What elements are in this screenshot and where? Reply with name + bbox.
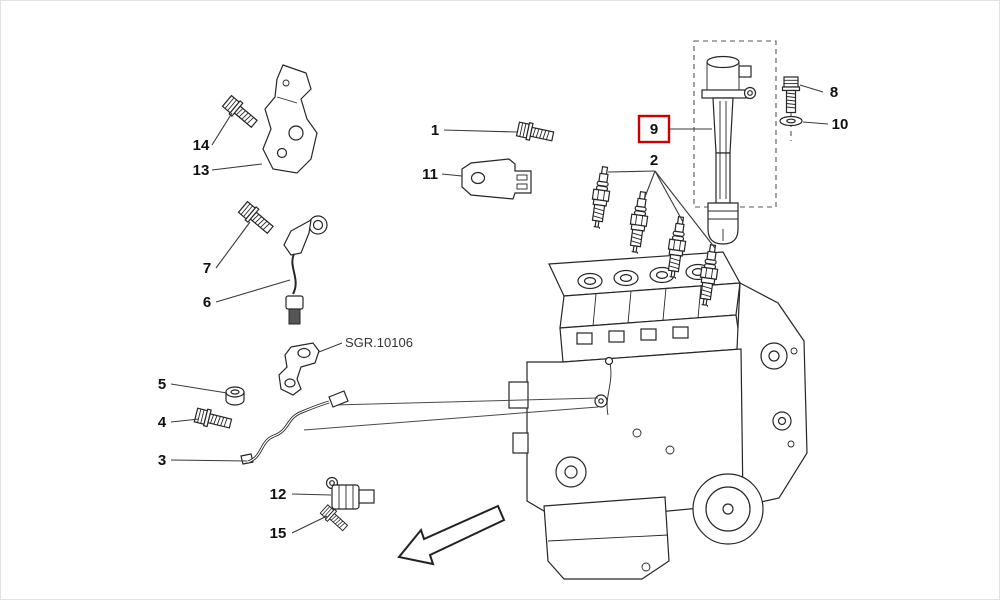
leader-lines <box>170 84 829 534</box>
bolt-14-icon <box>220 93 261 131</box>
part-label-6[interactable]: 6 <box>203 294 211 311</box>
spark-plug-icon <box>587 165 614 231</box>
part-label-1[interactable]: 1 <box>431 122 439 139</box>
sgr-bracket-icon <box>278 342 320 396</box>
part-label-2[interactable]: 2 <box>650 152 658 169</box>
part-label-3[interactable]: 3 <box>158 452 166 469</box>
sensor-arm-6-icon <box>283 215 328 325</box>
part-label-12[interactable]: 12 <box>270 486 287 503</box>
engine-block <box>508 251 808 580</box>
part-label-15[interactable]: 15 <box>270 525 287 542</box>
part-label-5[interactable]: 5 <box>158 376 166 393</box>
bolt-4-icon <box>193 406 234 433</box>
ignition-coil-9-icon <box>701 55 757 245</box>
part-label-8[interactable]: 8 <box>830 84 838 101</box>
bracket-11-icon <box>461 158 532 200</box>
spark-plug-icon <box>625 190 652 256</box>
sensor-cable-3-icon <box>240 390 349 465</box>
part-label-9[interactable]: 9 <box>650 121 658 138</box>
part-labels: 14 13 7 6 5 4 3 12 15 1 11 9 2 8 10 SGR.… <box>158 84 849 542</box>
part-label-13[interactable]: 13 <box>193 162 210 179</box>
part-label-4[interactable]: 4 <box>158 414 167 431</box>
mounting-bracket-13-icon <box>262 64 318 174</box>
direction-arrow-icon <box>397 504 506 566</box>
highlight-box-part-9 <box>637 114 671 144</box>
spacer-grommet-5-icon <box>225 386 245 406</box>
bolt-8-icon <box>781 76 801 114</box>
part-label-14[interactable]: 14 <box>193 137 210 154</box>
part-label-11[interactable]: 11 <box>422 166 438 183</box>
part-label-7[interactable]: 7 <box>203 260 211 277</box>
bolt-1-icon <box>515 120 556 146</box>
location-pointer-lines <box>303 397 599 431</box>
washer-10-icon <box>779 115 803 127</box>
sensor-12-icon <box>325 476 375 510</box>
part-label-10[interactable]: 10 <box>832 116 849 133</box>
reference-code-label: SGR.10106 <box>345 335 413 350</box>
